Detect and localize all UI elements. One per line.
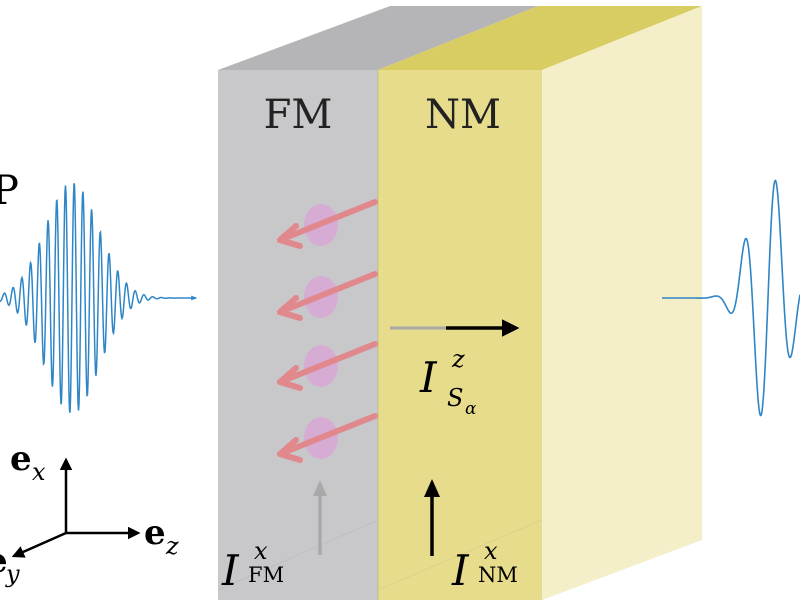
bottom-edge-right [377,519,543,591]
spin-arrow-head [277,295,303,321]
slab [217,6,702,600]
axis-y-arrow [11,531,67,558]
fm-label: FM [264,92,333,138]
axis-x-sub: x [32,458,46,486]
fm-front-face [218,70,378,600]
axis-y-main: e [0,541,8,581]
spin-arrows [277,199,378,463]
axis-x-main: e [10,439,32,479]
spin-current-label: I z S α [419,345,477,419]
spin-arrow-head [277,365,303,391]
fm-current-arrow-head [313,480,327,496]
spin-current-sub: S [447,384,463,412]
fm-current-sub: FM [248,563,284,587]
spin-current-main: I [419,353,438,402]
nm-current-arrow-head [424,479,440,497]
spin-arrow [277,199,378,243]
spin-arrow [277,413,378,457]
axis-z-sub: z [165,532,179,560]
fm-current-label: I x FM [221,537,284,595]
spin-1 [277,199,378,249]
pulse-label: P [0,168,19,214]
spin-arrow [277,271,378,315]
spin-arrow-head [277,437,303,463]
bottom-edge-left [217,519,379,591]
spin-3 [277,341,378,391]
spin-4 [277,413,378,463]
outgoing-thz-wave [662,179,800,417]
fm-current-sup: x [254,537,268,565]
spin-current-sup: z [451,345,465,373]
fm-top-face [218,6,538,70]
nm-current-sub: NM [478,563,518,587]
nm-current-main: I [451,546,470,595]
spin-2 [277,271,378,321]
nm-side-face [542,6,702,600]
spin-arrow-head [277,223,303,249]
incoming-pulse-wave [0,183,198,413]
nm-label: NM [425,92,501,138]
spin-current-subsub: α [465,399,477,419]
nm-front-face [378,70,542,600]
axis-y-sub: y [5,560,20,588]
nm-top-face [378,6,702,70]
nm-current-sup: x [484,537,498,565]
nm-current-label: I x NM [451,537,518,595]
axis-z-main: e [144,513,166,553]
spin-arrow [277,341,378,385]
coordinate-axes: e x e z e y [0,439,179,588]
fm-current-main: I [221,546,240,595]
